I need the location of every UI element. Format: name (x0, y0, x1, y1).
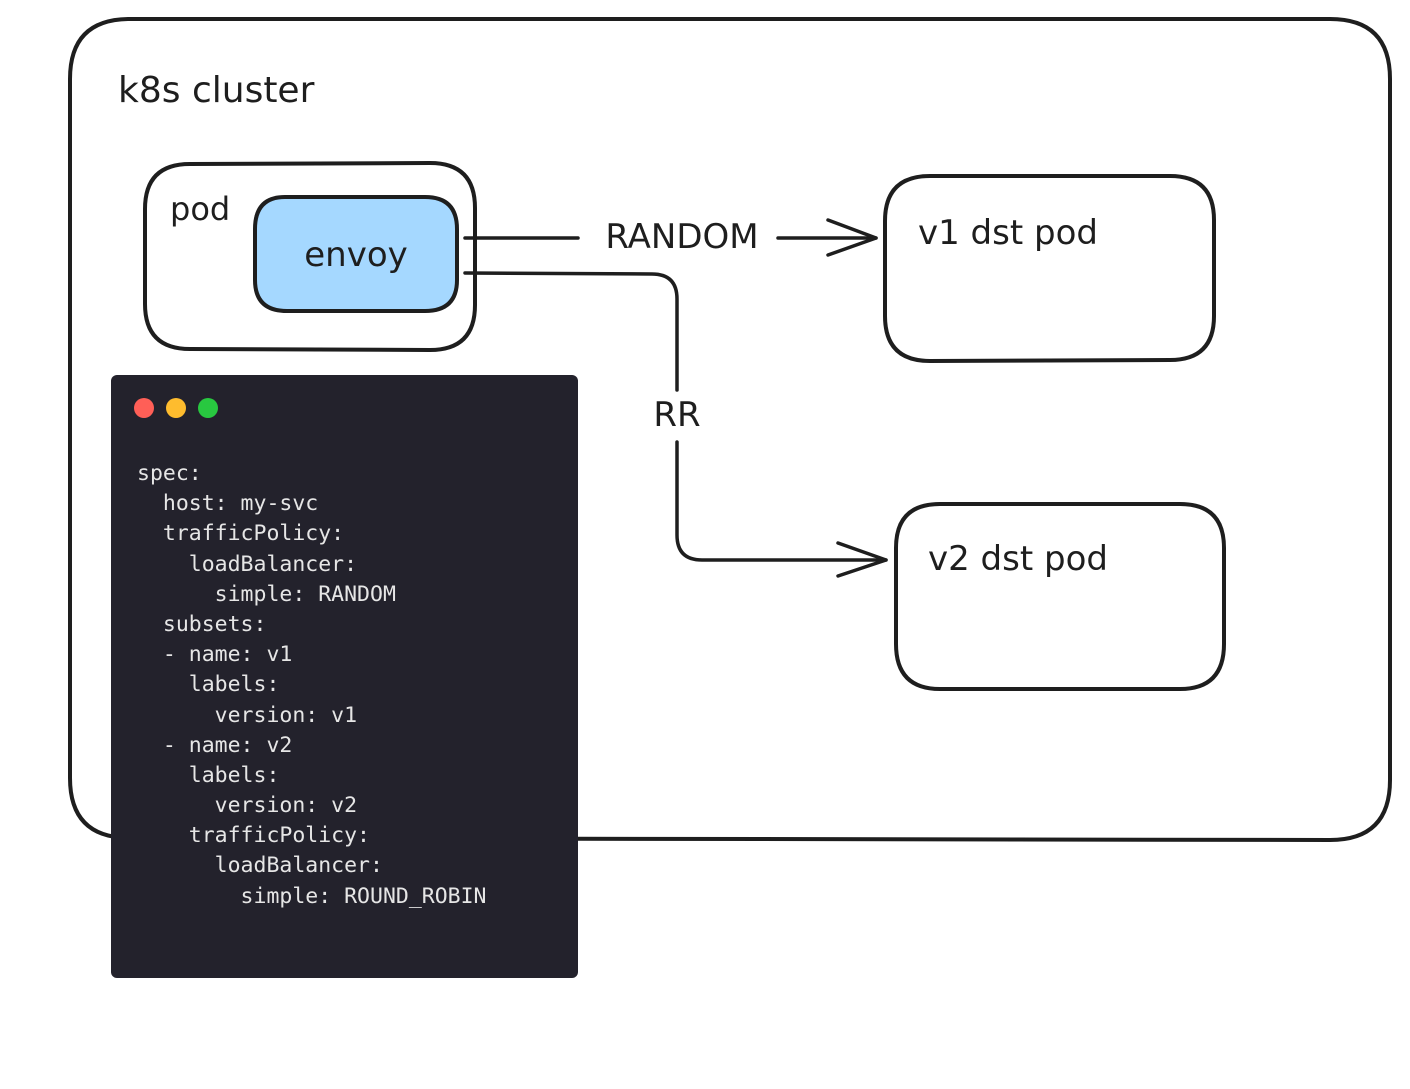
v1-dst-pod-label: v1 dst pod (918, 213, 1098, 253)
code-line: simple: RANDOM (137, 581, 396, 607)
cluster-boundary[interactable] (68, 17, 1392, 842)
source-pod-label: pod (170, 190, 230, 228)
envoy-box[interactable] (253, 195, 459, 313)
source-pod-box[interactable] (143, 161, 477, 352)
code-line: - name: v1 (137, 642, 293, 668)
rr-edge-line-b[interactable] (675, 440, 888, 562)
code-line: trafficPolicy: (137, 521, 345, 547)
code-line: host: my-svc (137, 491, 319, 517)
code-line: trafficPolicy: (137, 823, 370, 849)
yaml-code: spec: host: my-svc trafficPolicy: loadBa… (137, 459, 487, 912)
code-line: version: v1 (137, 702, 358, 728)
random-arrowhead-icon (826, 218, 878, 257)
v2-dst-pod-box[interactable] (894, 502, 1226, 691)
v2-dst-pod-label: v2 dst pod (928, 539, 1108, 579)
code-line: subsets: (137, 611, 267, 637)
v1-dst-pod-box[interactable] (883, 174, 1216, 363)
minimize-dot-icon (166, 398, 186, 418)
cluster-label: k8s cluster (118, 70, 315, 111)
random-edge-label: RANDOM (605, 217, 758, 257)
window-controls (134, 398, 218, 418)
code-line: loadBalancer: (137, 853, 383, 879)
rr-edge-label: RR (653, 395, 700, 435)
code-line: labels: (137, 762, 280, 788)
code-line: loadBalancer: (137, 551, 358, 577)
code-panel: spec: host: my-svc trafficPolicy: loadBa… (111, 375, 578, 978)
code-line: spec: (137, 461, 202, 486)
rr-arrowhead-icon (836, 541, 888, 578)
envoy-label: envoy (304, 235, 408, 275)
code-line: - name: v2 (137, 732, 293, 758)
code-line: simple: ROUND_ROBIN (137, 883, 487, 909)
close-dot-icon (134, 398, 154, 418)
maximize-dot-icon (198, 398, 218, 418)
code-line: version: v2 (137, 793, 358, 819)
code-line: labels: (137, 672, 280, 698)
rr-edge-line-a[interactable] (463, 271, 679, 392)
